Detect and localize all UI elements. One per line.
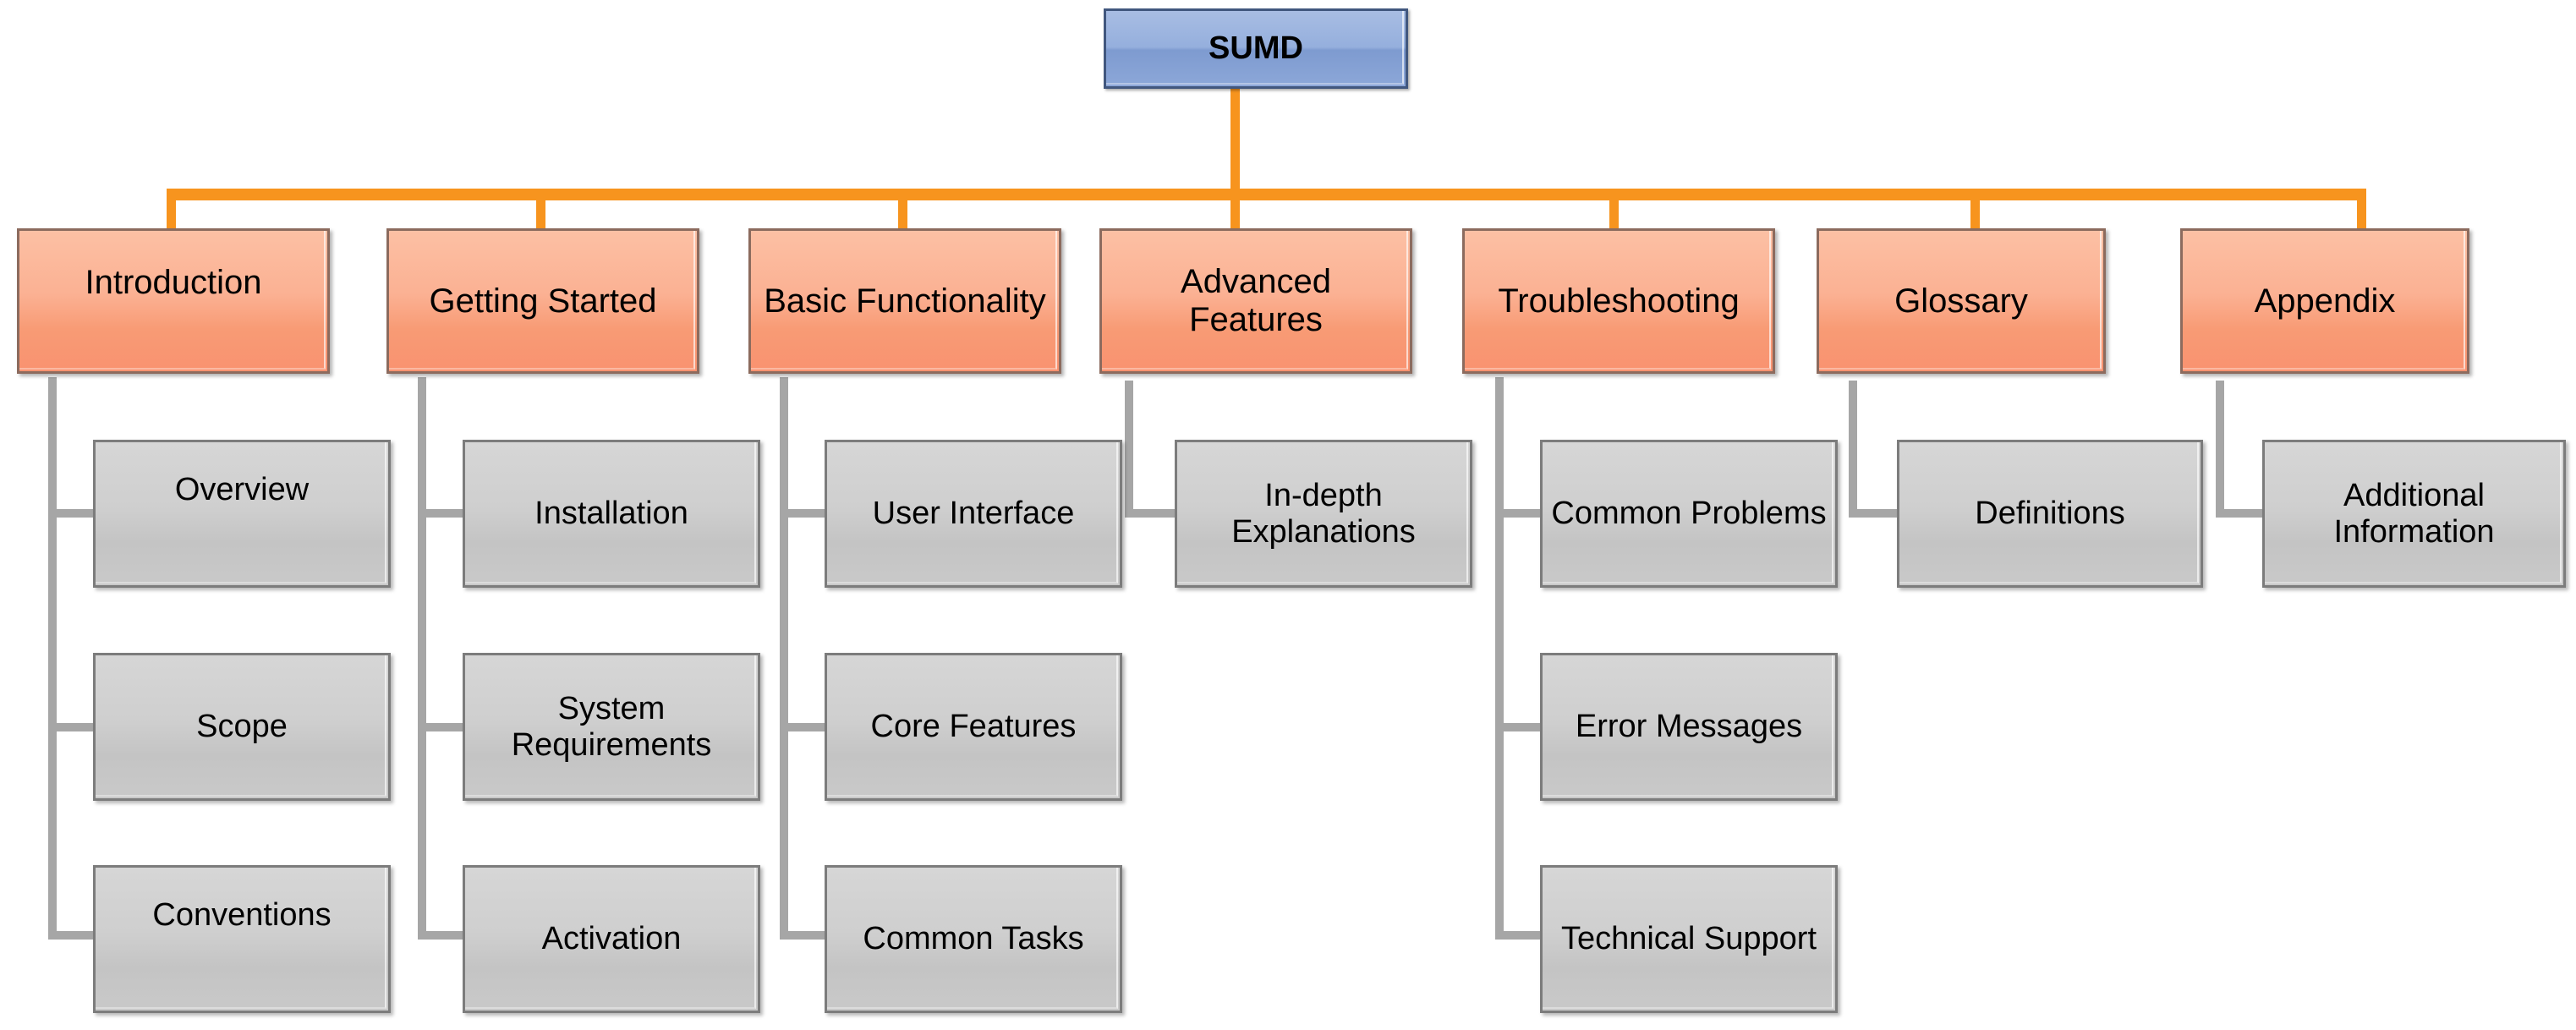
node-label: In-depth Explanations <box>1231 477 1416 550</box>
connector-root-stem <box>1230 85 1240 194</box>
node-additional-information[interactable]: Additional Information <box>2262 440 2566 588</box>
connector-spine-introduction <box>48 377 57 940</box>
node-glossary[interactable]: Glossary <box>1817 228 2106 374</box>
connector-drop-getting-started <box>536 194 545 230</box>
node-advanced-features[interactable]: Advanced Features <box>1099 228 1412 374</box>
node-basic-functionality[interactable]: Basic Functionality <box>748 228 1061 374</box>
connector-stub-scope <box>48 723 97 731</box>
node-label: Additional Information <box>2333 477 2495 550</box>
node-definitions[interactable]: Definitions <box>1897 440 2203 588</box>
connector-stub-activation <box>418 931 467 940</box>
connector-drop-troubleshooting <box>1609 194 1619 230</box>
node-label: Getting Started <box>429 282 657 320</box>
node-error-messages[interactable]: Error Messages <box>1540 653 1838 801</box>
connector-spine-troubleshooting <box>1495 377 1504 940</box>
node-label: Common Problems <box>1551 496 1827 532</box>
node-label: Troubleshooting <box>1498 282 1740 320</box>
connector-spine-glossary <box>1849 381 1857 518</box>
node-appendix[interactable]: Appendix <box>2180 228 2469 374</box>
node-troubleshooting[interactable]: Troubleshooting <box>1462 228 1775 374</box>
connector-stub-error-messages <box>1495 723 1544 731</box>
connector-stub-conventions <box>48 931 97 940</box>
connector-stub-in-depth-explanations <box>1125 509 1177 518</box>
node-common-tasks[interactable]: Common Tasks <box>825 865 1122 1013</box>
node-user-interface[interactable]: User Interface <box>825 440 1122 588</box>
connector-drop-introduction <box>167 194 176 230</box>
node-label: Appendix <box>2254 282 2396 320</box>
connector-stub-overview <box>48 509 97 518</box>
node-getting-started[interactable]: Getting Started <box>386 228 699 374</box>
connector-stub-installation <box>418 509 467 518</box>
node-common-problems[interactable]: Common Problems <box>1540 440 1838 588</box>
connector-root-bus <box>167 189 2366 200</box>
node-overview[interactable]: Overview <box>93 440 391 588</box>
node-label: Activation <box>541 921 682 957</box>
node-label: Scope <box>196 709 288 745</box>
connector-stub-definitions <box>1849 509 1901 518</box>
node-label: Installation <box>534 496 688 532</box>
connector-stub-additional-information <box>2216 509 2268 518</box>
connector-stub-user-interface <box>780 509 829 518</box>
node-in-depth-explanations[interactable]: In-depth Explanations <box>1175 440 1472 588</box>
connector-stub-core-features <box>780 723 829 731</box>
node-label: Common Tasks <box>863 921 1084 957</box>
node-label: Advanced Features <box>1181 263 1331 338</box>
node-label: Core Features <box>870 709 1077 745</box>
node-label: Basic Functionality <box>764 282 1046 320</box>
node-label: Error Messages <box>1575 709 1803 745</box>
node-conventions[interactable]: Conventions <box>93 865 391 1013</box>
node-installation[interactable]: Installation <box>463 440 760 588</box>
node-scope[interactable]: Scope <box>93 653 391 801</box>
connector-spine-appendix <box>2216 381 2224 518</box>
connector-stub-common-tasks <box>780 931 829 940</box>
connector-drop-advanced-features <box>1230 194 1240 230</box>
connector-spine-basic-functionality <box>780 377 788 940</box>
node-label: Definitions <box>1975 496 2125 532</box>
node-label: Overview <box>174 472 310 508</box>
node-label: Conventions <box>152 897 332 934</box>
node-label: System Requirements <box>511 690 712 763</box>
node-label: SUMD <box>1209 30 1303 67</box>
connector-stub-common-problems <box>1495 509 1544 518</box>
node-label: Technical Support <box>1560 921 1817 957</box>
node-label: Introduction <box>85 263 262 301</box>
connector-drop-basic-functionality <box>898 194 907 230</box>
node-root-sumd[interactable]: SUMD <box>1104 8 1408 89</box>
node-label: User Interface <box>872 496 1075 532</box>
node-label: Glossary <box>1894 282 2028 320</box>
connector-stub-system-requirements <box>418 723 467 731</box>
connector-spine-advanced-features <box>1125 381 1133 518</box>
node-technical-support[interactable]: Technical Support <box>1540 865 1838 1013</box>
node-introduction[interactable]: Introduction <box>17 228 330 374</box>
connector-drop-glossary <box>1970 194 1980 230</box>
connector-spine-getting-started <box>418 377 426 940</box>
connector-drop-appendix <box>2357 194 2366 230</box>
node-activation[interactable]: Activation <box>463 865 760 1013</box>
node-core-features[interactable]: Core Features <box>825 653 1122 801</box>
node-system-requirements[interactable]: System Requirements <box>463 653 760 801</box>
connector-stub-technical-support <box>1495 931 1544 940</box>
